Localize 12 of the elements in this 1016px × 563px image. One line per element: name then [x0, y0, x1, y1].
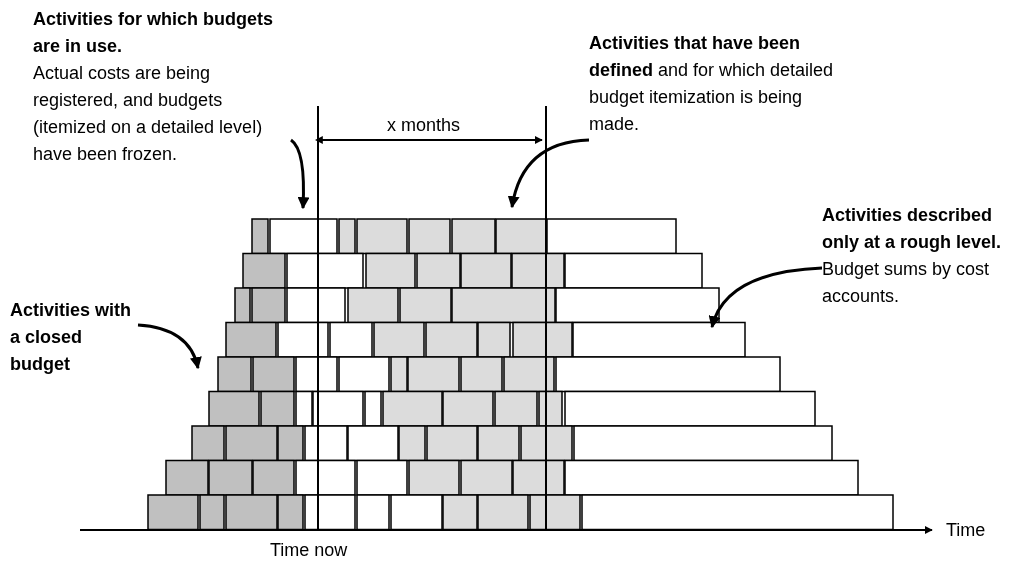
curved-arrow — [290, 138, 310, 210]
annotation-text: Activities that have been defined and for which detailed budget itemization is being made. — [589, 32, 834, 136]
annotation-text: Budget sums by cost accounts. — [822, 258, 991, 308]
axis-label: Time now — [270, 540, 348, 560]
axis-label: Time — [946, 520, 986, 540]
curved-arrow — [137, 323, 202, 370]
curved-arrow — [709, 266, 823, 329]
annotation-heading: Activities for which budgets are in use. — [33, 8, 275, 58]
annotation-text: Actual costs are being registered, and budgets (itemized on a detailed level) have been frozen. — [33, 62, 264, 166]
annotation-heading: Activities described only at a rough level. — [822, 204, 1003, 254]
curved-arrow — [508, 138, 590, 209]
annotation-text: Activities with a closed budget — [10, 299, 133, 376]
